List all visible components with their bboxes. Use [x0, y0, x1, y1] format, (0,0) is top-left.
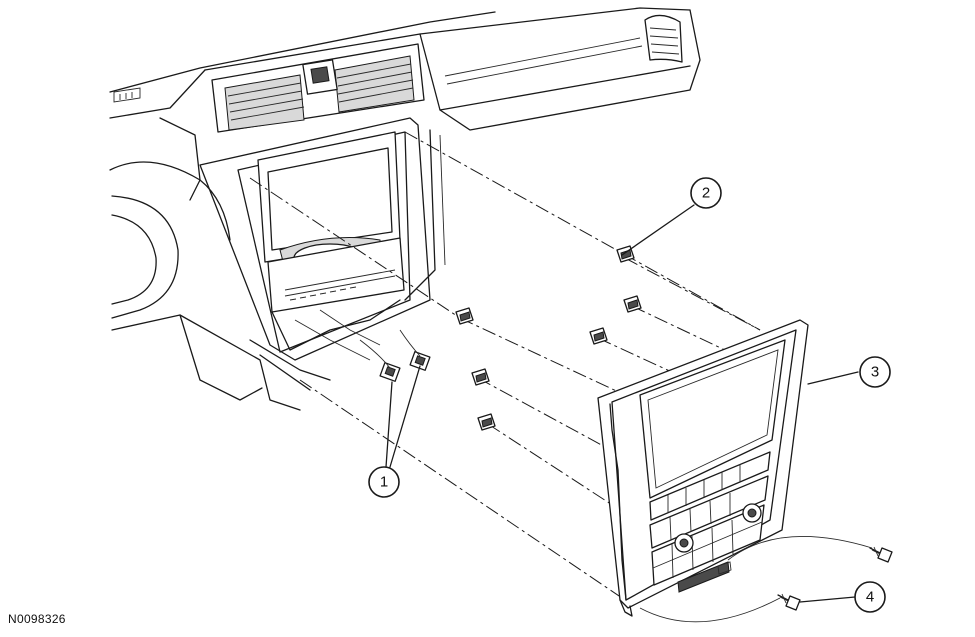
callout-4-label: 4	[866, 589, 874, 606]
radio-unit	[249, 131, 405, 391]
callout-1: 1	[368, 466, 400, 498]
screws	[639, 536, 893, 623]
leader-lines	[385, 204, 859, 603]
callout-2-label: 2	[702, 185, 710, 202]
callout-3-label: 3	[871, 364, 879, 381]
bezel-buttons	[649, 451, 771, 586]
instrument-panel	[109, 7, 701, 411]
callout-4: 4	[854, 581, 886, 613]
retaining-clips	[455, 245, 642, 431]
radio-bezel-panel	[597, 319, 809, 617]
figure-id: N0098326	[8, 612, 66, 626]
assembly-lines	[249, 131, 761, 601]
callout-2: 2	[690, 177, 722, 209]
callout-3: 3	[859, 356, 891, 388]
callout-1-label: 1	[380, 474, 388, 491]
wire-harness-connectors	[359, 329, 431, 382]
